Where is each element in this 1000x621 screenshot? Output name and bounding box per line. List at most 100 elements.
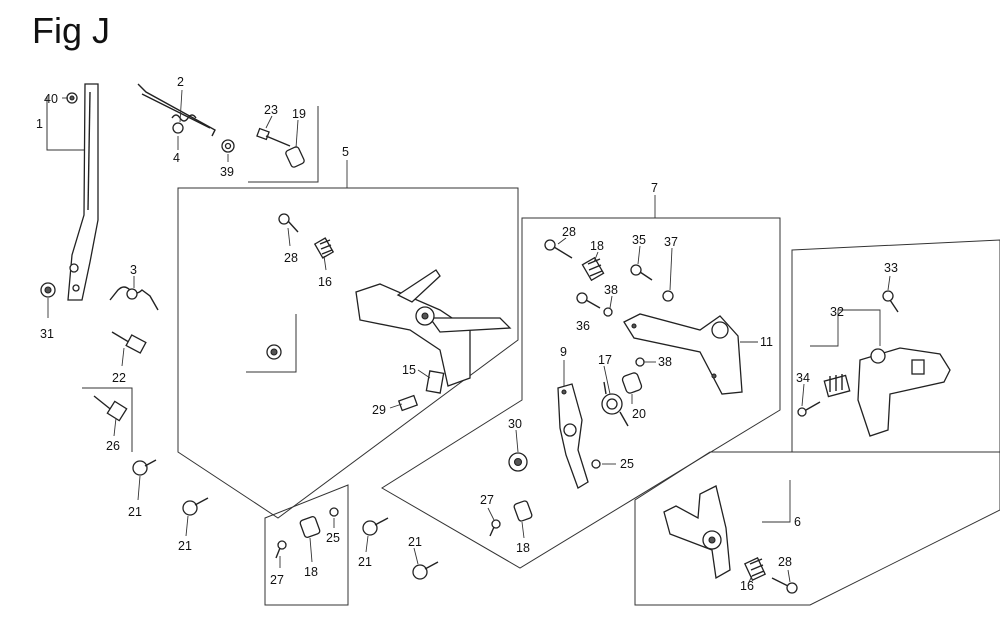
callout-18-c: 18	[516, 541, 530, 555]
callout-5: 5	[342, 145, 349, 159]
nut-part-30	[508, 452, 528, 472]
callout-28-b: 28	[562, 225, 576, 239]
bolt-part-33	[882, 290, 899, 313]
callout-19: 19	[292, 107, 306, 121]
lever-part-9	[557, 383, 589, 489]
callout-11: 11	[760, 335, 773, 349]
bolt-part-23	[256, 127, 291, 147]
callout-27-b: 27	[480, 493, 494, 507]
callout-33: 33	[884, 261, 898, 275]
bolt-part-29	[397, 394, 419, 412]
nut-small	[266, 344, 282, 360]
callout-28-a: 28	[284, 251, 298, 265]
lever-arm-part-1	[67, 83, 99, 301]
bracket-part-6	[663, 485, 731, 580]
figure-title: Fig J	[32, 10, 110, 51]
callout-29: 29	[372, 403, 386, 417]
group-box-1	[46, 96, 90, 151]
callout-18-b: 18	[590, 239, 604, 253]
callout-26: 26	[106, 439, 120, 453]
callout-21-a: 21	[128, 505, 142, 519]
sub-box-26	[82, 387, 133, 452]
callout-3: 3	[130, 263, 137, 277]
callout-28-c: 28	[778, 555, 792, 569]
callout-23: 23	[264, 103, 278, 117]
collar-part-20	[621, 372, 643, 394]
return-spring-part-3	[109, 286, 159, 311]
bolt-part-22	[111, 331, 147, 354]
callout-38-b: 38	[658, 355, 672, 369]
bolt-part-26	[93, 395, 128, 422]
collar-part-19	[285, 146, 305, 168]
group-box-33	[791, 239, 1000, 453]
callout-25-b: 25	[620, 457, 634, 471]
collar-part-18-c	[513, 500, 533, 522]
choke-lever-part-32	[857, 347, 951, 437]
callout-25-a: 25	[326, 531, 340, 545]
bolt-part-36	[576, 292, 601, 309]
callout-21-d: 21	[408, 535, 422, 549]
bolt-part-27-a	[275, 540, 287, 559]
callout-9: 9	[560, 345, 567, 359]
callout-30: 30	[508, 417, 522, 431]
callout-40: 40	[44, 92, 58, 106]
collar-part-18-a	[299, 516, 321, 538]
callout-1: 1	[36, 117, 43, 131]
washer-part-25-a	[329, 507, 339, 517]
sub-box-nut	[246, 314, 297, 373]
callout-20: 20	[632, 407, 646, 421]
group-box-7	[381, 217, 781, 569]
bolt-part-28-b	[544, 239, 573, 259]
callout-35: 35	[632, 233, 646, 247]
callout-36: 36	[576, 319, 590, 333]
nut-part-31	[40, 282, 56, 298]
flange-bolt-part-21-d	[412, 561, 439, 580]
callout-18-a: 18	[304, 565, 318, 579]
callout-2: 2	[177, 75, 184, 89]
flange-bolt-part-21-a	[132, 459, 157, 476]
flange-bolt-part-21-b	[182, 497, 209, 516]
clip-part-15	[425, 370, 445, 394]
spring-part-17	[601, 381, 629, 427]
group-box-23-19	[248, 106, 319, 183]
callout-31: 31	[40, 327, 54, 341]
spring-part-32	[823, 374, 851, 398]
callout-32: 32	[830, 305, 844, 319]
callout-7: 7	[651, 181, 658, 195]
spring-part-16-a	[313, 237, 335, 259]
callout-17: 17	[598, 353, 612, 367]
bolt-part-35	[630, 264, 653, 281]
callout-21-c: 21	[358, 555, 372, 569]
callout-labels: 40 1 2 4 39 23 19 5 3 31 22 26 21 21 28 …	[36, 75, 898, 593]
washer-part-39	[221, 139, 235, 153]
spring-part-4	[172, 122, 184, 134]
bolt-part-34	[797, 401, 821, 417]
bolt-part-28-c	[771, 577, 798, 594]
callout-27-a: 27	[270, 573, 284, 587]
callout-22: 22	[112, 371, 126, 385]
washer-part-38-a	[603, 307, 613, 317]
callout-37: 37	[664, 235, 678, 249]
spring-part-18-b	[581, 256, 605, 282]
leader-lines	[47, 89, 891, 585]
governor-arm-bracket	[355, 269, 512, 387]
bolt-part-27-b	[489, 519, 501, 537]
callout-15: 15	[402, 363, 416, 377]
bolt-part-28-a	[278, 213, 299, 233]
washer-part-25-b	[591, 459, 601, 469]
nut-part-40	[66, 92, 78, 104]
callout-4: 4	[173, 151, 180, 165]
nut-part-38-b	[635, 357, 645, 367]
callout-6: 6	[794, 515, 801, 529]
callout-16-a: 16	[318, 275, 332, 289]
control-plate-part-11	[623, 313, 743, 395]
flange-bolt-part-21-c	[362, 517, 389, 536]
spring-part-16-b	[743, 557, 767, 581]
callout-16-b: 16	[740, 579, 754, 593]
callout-39: 39	[220, 165, 234, 179]
group-box-6	[634, 451, 1000, 606]
callout-21-b: 21	[178, 539, 192, 553]
group-box-27-18-25	[264, 484, 349, 606]
